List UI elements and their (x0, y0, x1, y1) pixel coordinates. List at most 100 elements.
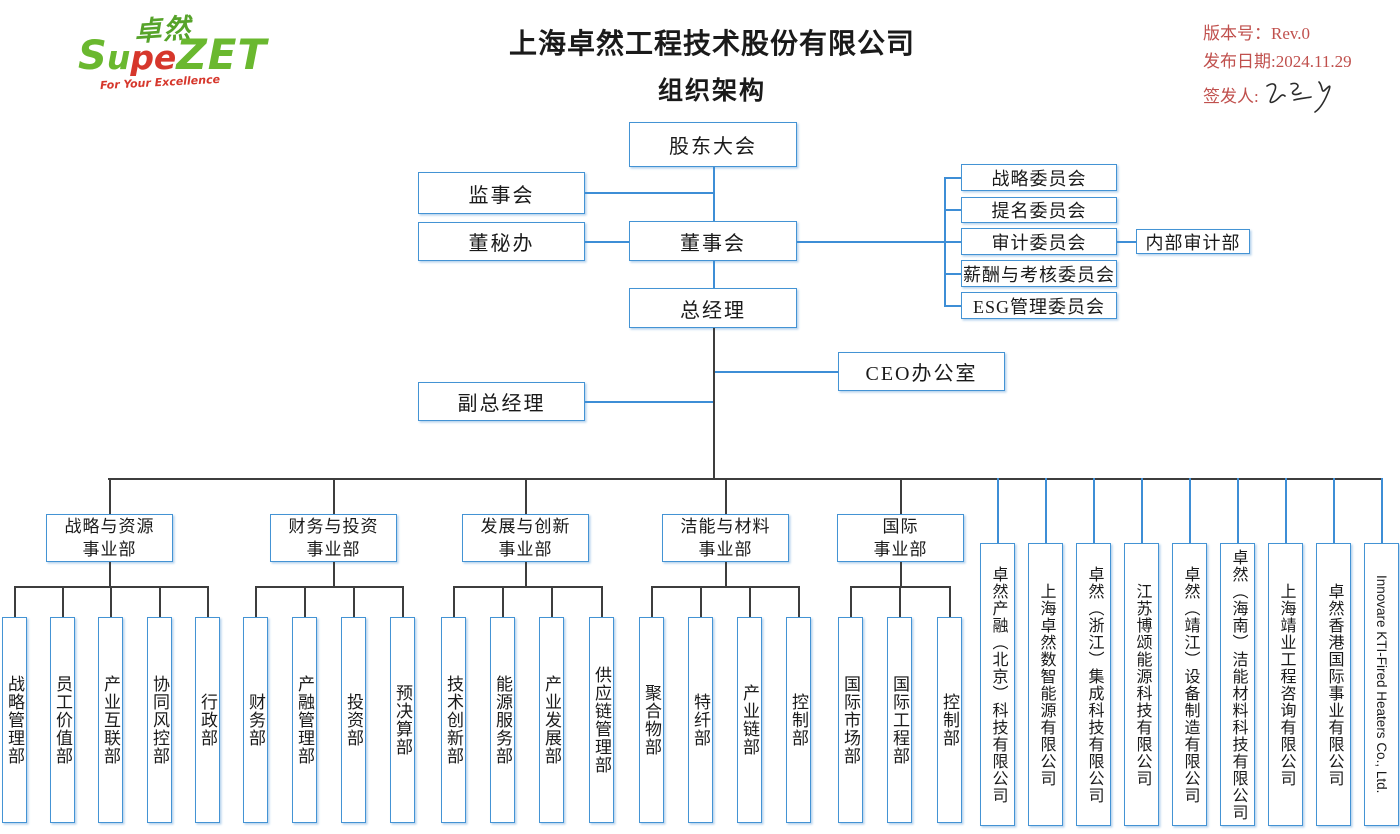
connector-line (353, 586, 355, 617)
department-box: 聚合物部 (639, 617, 664, 823)
board-secretary-office-box: 董秘办 (418, 222, 585, 261)
department-box: 国际工程部 (887, 617, 912, 823)
department-box: 战略管理部 (2, 617, 27, 823)
connector-line (207, 586, 209, 617)
issuer-signature (1265, 81, 1331, 113)
connector-line (700, 586, 702, 617)
connector-line (949, 586, 951, 617)
connector-line (159, 586, 161, 617)
company-logo: 卓然 SupeZET For Your Excellence (78, 8, 278, 104)
subsidiary-box: 上海靖业工程咨询有限公司 (1268, 543, 1303, 826)
general-manager-box: 总经理 (629, 288, 797, 328)
division-name-line1: 财务与投资 (288, 516, 379, 536)
connector-line (108, 478, 1383, 480)
page-title: 上海卓然工程技术股份有限公司 组织架构 (368, 22, 1056, 107)
connector-line (850, 586, 852, 617)
chart-title: 组织架构 (657, 78, 766, 105)
connector-line (1333, 478, 1335, 543)
connector-line (900, 478, 902, 514)
connector-line (109, 562, 111, 586)
department-box: 产业链部 (737, 617, 762, 823)
division-name-line2: 事业部 (498, 540, 553, 559)
audit-committee-box: 审计委员会 (961, 228, 1117, 255)
connector-line (585, 241, 629, 243)
subsidiary-box: 江苏博颂能源科技有限公司 (1124, 543, 1159, 826)
subsidiary-box: 卓然产融（北京）科技有限公司 (980, 543, 1015, 826)
department-box: 能源服务部 (490, 617, 515, 823)
division-name-line2: 事业部 (873, 540, 928, 559)
supervisory-board-box: 监事会 (418, 172, 585, 214)
issuer-label: 签发人: (1203, 87, 1259, 106)
shareholders-meeting-box: 股东大会 (629, 122, 797, 167)
version-label: 版本号：Rev.0 (1203, 24, 1311, 43)
department-box: 产融管理部 (292, 617, 317, 823)
ceo-office-box: CEO办公室 (838, 352, 1005, 391)
logo-letter-u: u (106, 38, 131, 77)
internal-audit-box: 内部审计部 (1136, 229, 1250, 254)
connector-line (725, 478, 727, 514)
division-development-innovation-box: 发展与创新 事业部 (462, 514, 589, 562)
connector-line (944, 273, 961, 275)
division-strategy-resources-box: 战略与资源 事业部 (46, 514, 173, 562)
division-name-line2: 事业部 (82, 540, 137, 559)
department-box: 产业发展部 (539, 617, 564, 823)
logo-letter-s: S (78, 33, 107, 79)
nomination-committee-box: 提名委员会 (961, 197, 1117, 223)
logo-letters-pe: pe (130, 38, 177, 77)
connector-line (899, 586, 901, 617)
department-box: 国际市场部 (838, 617, 863, 823)
connector-line (525, 562, 527, 586)
connector-line (1189, 478, 1191, 543)
document-meta: 版本号：Rev.0 发布日期:2024.11.29 签发人: (1203, 20, 1393, 114)
connector-line (713, 167, 715, 221)
subsidiary-box: 卓然（靖江）设备制造有限公司 (1172, 543, 1207, 826)
department-box: 员工价值部 (50, 617, 75, 823)
division-name-line2: 事业部 (698, 540, 753, 559)
connector-line (14, 586, 16, 617)
connector-line (402, 586, 404, 617)
department-box: 协同风控部 (147, 617, 172, 823)
connector-line (1237, 478, 1239, 543)
connector-line (713, 328, 715, 478)
subsidiary-box: 卓然香港国际事业有限公司 (1316, 543, 1351, 826)
connector-line (944, 177, 961, 179)
connector-line (1045, 478, 1047, 543)
connector-line (1093, 478, 1095, 543)
division-name-line1: 战略与资源 (64, 516, 155, 536)
department-box: 控制部 (937, 617, 962, 823)
esg-committee-box: ESG管理委员会 (961, 292, 1117, 319)
department-box: 预决算部 (390, 617, 415, 823)
connector-line (551, 586, 553, 617)
connector-line (453, 586, 601, 588)
deputy-general-manager-box: 副总经理 (418, 382, 585, 421)
remuneration-committee-box: 薪酬与考核委员会 (961, 260, 1117, 287)
connector-line (713, 261, 715, 288)
department-box: 产业互联部 (98, 617, 123, 823)
subsidiary-box: 卓然（海南）洁能材料科技有限公司 (1220, 543, 1255, 826)
division-international-box: 国际 事业部 (837, 514, 964, 562)
connector-line (1381, 478, 1383, 543)
connector-line (333, 562, 335, 586)
department-box: 行政部 (195, 617, 220, 823)
connector-line (585, 401, 713, 403)
connector-line (110, 586, 112, 617)
connector-line (1285, 478, 1287, 543)
connector-line (713, 371, 838, 373)
connector-line (1141, 478, 1143, 543)
connector-line (798, 586, 800, 617)
department-box: 财务部 (243, 617, 268, 823)
department-box: 投资部 (341, 617, 366, 823)
issuer-row: 签发人: (1203, 76, 1393, 114)
connector-line (109, 478, 111, 514)
logo-wordmark: SupeZET (78, 30, 267, 79)
connector-line (502, 586, 504, 617)
connector-line (651, 586, 653, 617)
division-finance-investment-box: 财务与投资 事业部 (270, 514, 397, 562)
division-cleanenergy-materials-box: 洁能与材料 事业部 (662, 514, 789, 562)
connector-line (749, 586, 751, 617)
department-box: 供应链管理部 (589, 617, 614, 823)
department-box: 特纤部 (688, 617, 713, 823)
subsidiary-box: 卓然（浙江）集成科技有限公司 (1076, 543, 1111, 826)
connector-line (525, 478, 527, 514)
subsidiary-box: Innovare KTI-Fired Heaters Co., Ltd. (1364, 543, 1399, 826)
